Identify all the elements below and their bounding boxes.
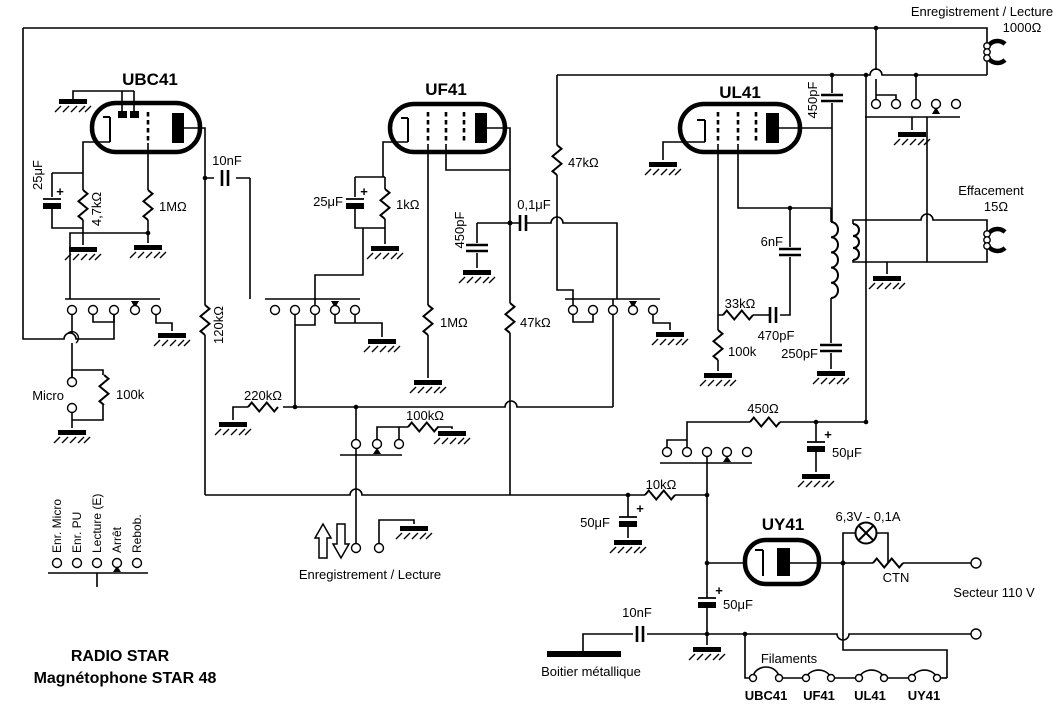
chassis-ground-bar [547, 651, 621, 657]
label-r120k: 120kΩ [211, 306, 226, 344]
tube-label-uf41: UF41 [425, 80, 467, 99]
components-layer [42, 38, 1007, 661]
ground-symbols [53, 98, 931, 661]
label-rec-play: Enregistrement / Lecture [299, 567, 441, 582]
filament-label-ul41: UL41 [854, 688, 886, 703]
legend-arret: Arrêt [110, 526, 124, 553]
filament-label-ubc41: UBC41 [745, 688, 788, 703]
label-r47k-1: 47kΩ [568, 155, 599, 170]
legend-rebob: Rebob. [130, 514, 144, 553]
label-r1m-2: 1MΩ [440, 315, 468, 330]
erase-head-impedance: 15Ω [984, 199, 1008, 214]
pilot-lamp-icon [854, 521, 878, 545]
tube-label-ul41: UL41 [719, 83, 761, 102]
filament-label-uy41: UY41 [908, 688, 941, 703]
label-c10nf-1: 10nF [212, 153, 242, 168]
label-r100k-osc: 100k [728, 344, 757, 359]
label-r1m-1: 1MΩ [159, 199, 187, 214]
label-c25uf-2: 25μF [313, 194, 343, 209]
filament-pins [748, 673, 942, 683]
switch-s7 [350, 438, 405, 450]
label-mains: Secteur 110 V [953, 585, 1035, 600]
model-name: Magnétophone STAR 48 [34, 670, 217, 687]
legend-lecture: Lecture (E) [90, 494, 104, 553]
plus-c50uf-2: + [824, 427, 832, 442]
erase-head-icon [983, 226, 1007, 254]
oscillator-coil [830, 221, 860, 299]
brand-name: RADIO STAR [71, 648, 170, 665]
switch-legend-labels: Enr. Micro Enr. PU Lecture (E) Arrêt Reb… [50, 494, 144, 553]
switch-legend-contacts [51, 557, 143, 569]
tube-label-ubc41: UBC41 [122, 70, 178, 89]
label-r220k: 220kΩ [244, 388, 282, 403]
record-head-impedance: 1000Ω [1003, 20, 1042, 35]
switch-s2 [269, 304, 361, 316]
label-chassis: Boitier métallique [541, 664, 641, 679]
record-head-icon [983, 38, 1007, 66]
plus-c50uf-3: + [715, 583, 723, 598]
label-c01uf: 0,1μF [517, 197, 551, 212]
label-r1k: 1kΩ [396, 197, 420, 212]
switch-wiper-arrows [113, 107, 940, 572]
label-ctn: CTN [883, 570, 910, 585]
plus-c25uf-2: + [360, 184, 368, 199]
label-c250pf: 250pF [781, 346, 818, 361]
switch-s4 [870, 98, 962, 110]
record-head-label: Enregistrement / Lecture [911, 4, 1053, 19]
label-c450pf-2: 450pF [805, 82, 820, 119]
tube-uy41 [742, 537, 822, 587]
label-c25uf-1: 25μF [30, 160, 45, 190]
switch-contacts [51, 25, 982, 683]
labels: Enregistrement / Lecture 1000Ω Effacemen… [30, 4, 1053, 703]
label-filaments: Filaments [761, 651, 818, 666]
label-lamp: 6,3V - 0,1A [835, 509, 900, 524]
label-c50uf-1: 50μF [580, 515, 610, 530]
label-c10nf-2: 10nF [622, 605, 652, 620]
tube-label-uy41: UY41 [762, 515, 805, 534]
label-r100k-fb: 100kΩ [406, 408, 444, 423]
label-micro: Micro [32, 388, 64, 403]
label-r33k: 33kΩ [725, 296, 756, 311]
direction-arrows-icon [313, 522, 351, 560]
plus-c25uf-1: + [56, 184, 64, 199]
label-r10k: 10kΩ [646, 477, 677, 492]
tube-uf41 [387, 101, 508, 155]
tube-ul41 [677, 101, 803, 155]
filament-label-uf41: UF41 [803, 688, 835, 703]
junction-dots [145, 25, 919, 637]
legend-enr-pu: Enr. PU [70, 512, 84, 553]
label-c6nf: 6nF [761, 234, 783, 249]
record-play-changeover [350, 542, 385, 554]
switch-s1 [66, 304, 162, 316]
label-c50uf-2: 50μF [832, 445, 862, 460]
label-c450pf-1: 450pF [452, 212, 467, 249]
erase-head-label: Effacement [958, 183, 1024, 198]
switch-s5 [661, 446, 753, 458]
label-c50uf-3: 50μF [723, 597, 753, 612]
label-c470pf: 470pF [758, 328, 795, 343]
switch-s3 [567, 304, 659, 316]
legend-enr-micro: Enr. Micro [50, 499, 64, 553]
label-r450: 450Ω [747, 401, 779, 416]
label-r100k-micro: 100k [116, 387, 145, 402]
micro-jack [66, 376, 78, 414]
label-r47k-2: 47kΩ [520, 315, 551, 330]
plus-c50uf-1: + [636, 501, 644, 516]
tube-ubc41 [89, 100, 203, 155]
capacitors [42, 93, 845, 644]
mains-terminals [970, 557, 982, 640]
label-r4k7: 4,7kΩ [89, 192, 104, 227]
